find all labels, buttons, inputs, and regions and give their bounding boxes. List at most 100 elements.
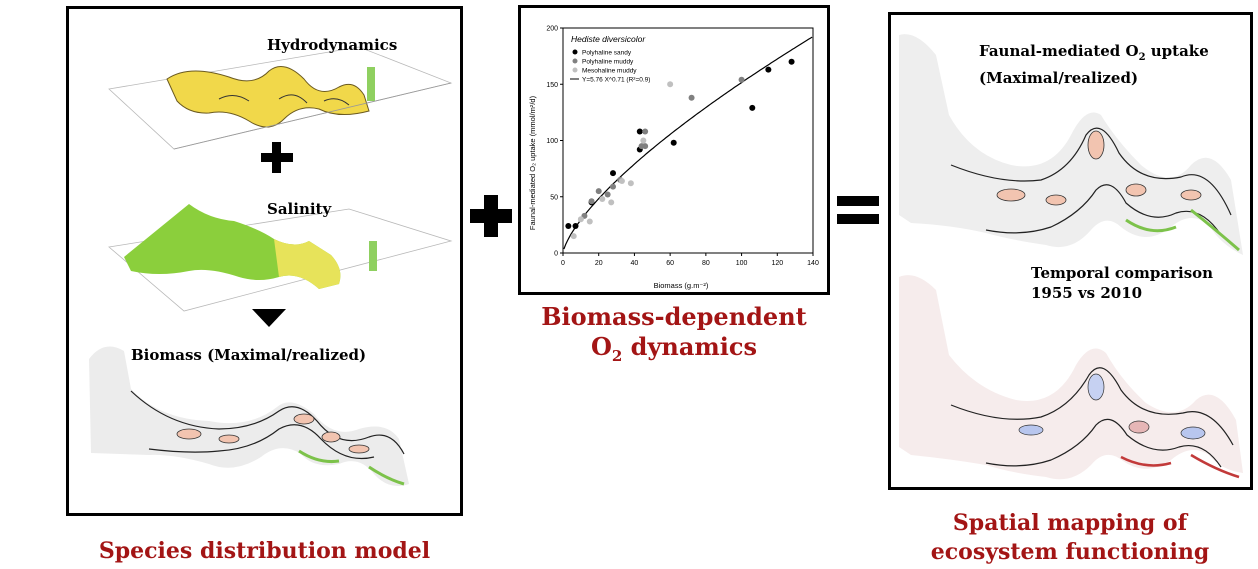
data-point-series-2: [599, 196, 606, 202]
data-point-series-1: [688, 94, 695, 101]
legend-title: Hediste diversicolor: [571, 34, 646, 44]
temporal-contours: [950, 367, 1234, 468]
data-point-series-2: [570, 233, 577, 240]
spatial-mapping-caption: Spatial mapping of ecosystem functioning: [880, 509, 1258, 567]
legend-label: Mesohaline muddy: [582, 68, 637, 75]
salinity-plane: [108, 208, 453, 312]
x-tick-label: 60: [666, 260, 674, 267]
temporal-red-fringe: [1120, 453, 1240, 479]
x-axis-label: Biomass (g.m⁻²): [654, 281, 709, 290]
data-point-series-2: [586, 218, 593, 225]
data-point-series-2: [667, 81, 674, 88]
spatial-mapping-panel: Faunal-mediated O2 uptake (Maximal/reali…: [888, 12, 1253, 490]
arrow-down-icon: [252, 309, 286, 327]
temporal-change-patches: [1018, 373, 1206, 440]
data-point-series-0: [572, 223, 579, 229]
temporal-title-line-2: 1955 vs 2010: [1031, 284, 1143, 302]
biomass-map: [89, 346, 409, 487]
equals-operator-icon: [837, 196, 879, 226]
caption-line-1: Biomass-dependent: [541, 302, 807, 331]
uptake-patches: [996, 130, 1202, 206]
caption-subscript: 2: [611, 346, 623, 365]
data-point-series-0: [565, 223, 572, 229]
x-tick-label: 80: [702, 260, 710, 267]
x-tick-label: 20: [595, 260, 603, 267]
data-point-series-1: [595, 188, 602, 195]
caption-line-2: O2 dynamics: [518, 332, 830, 371]
biomass-channel-contour: [130, 390, 405, 460]
y-axis-label: Faunal-mediated O₂ uptake (mmol/m²/d): [528, 95, 537, 230]
salinity-label: Salinity: [267, 200, 332, 218]
hydrodynamics-label: Hydrodynamics: [267, 36, 398, 54]
uptake-green-fringe: [1125, 208, 1240, 252]
legend-marker: [572, 58, 578, 64]
temporal-estuary-shape: [899, 275, 1243, 480]
layer-stack-illustration: [89, 46, 453, 487]
uptake-title-line-2: (Maximal/realized): [979, 69, 1139, 87]
data-point-series-1: [604, 191, 611, 198]
hydro-legend-bar: [367, 67, 375, 101]
data-point-series-1: [610, 183, 616, 190]
layer-plus-icon: [261, 142, 293, 173]
temporal-title: Temporal comparison 1955 vs 2010: [1031, 263, 1213, 303]
salinity-legend-bar: [369, 241, 377, 271]
legend-label: Polyhaline muddy: [582, 59, 634, 66]
temporal-map: [899, 275, 1243, 480]
data-point-series-2: [608, 199, 615, 206]
uptake-title-line-1: Faunal-mediated O2 uptake: [979, 41, 1209, 68]
y-tick-label: 0: [554, 251, 558, 258]
hydro-axis-line: [173, 82, 452, 150]
salinity-gradient-east: [274, 239, 341, 289]
mapping-illustration: [899, 34, 1243, 480]
data-point-series-2: [627, 180, 634, 187]
plus-operator-icon: [470, 195, 512, 237]
caption-o: O: [590, 332, 612, 361]
legend-label: Polyhaline sandy: [582, 50, 632, 57]
y-tick-label: 150: [546, 82, 558, 89]
uptake-title-rest: uptake: [1145, 42, 1209, 60]
legend-fit-label: Y=5.76 X^0.71 (R²=0.9): [582, 77, 650, 84]
species-distribution-caption: Species distribution model: [98, 538, 431, 564]
uptake-estuary-shape: [899, 34, 1243, 256]
data-point-series-2: [577, 216, 584, 223]
y-tick-label: 100: [546, 138, 558, 145]
data-point-series-0: [765, 66, 772, 73]
spatial-caption-line-1: Spatial mapping of: [952, 510, 1188, 536]
data-point-series-2: [618, 178, 625, 184]
biomass-label: Biomass (Maximal/realized): [131, 346, 367, 364]
x-tick-label: 120: [771, 260, 783, 267]
y-tick-label: 200: [546, 26, 558, 33]
caption-dynamics: dynamics: [622, 332, 758, 361]
uptake-title: Faunal-mediated O2 uptake (Maximal/reali…: [979, 41, 1209, 88]
data-point-series-0: [788, 58, 795, 65]
biomass-dependent-caption: Biomass-dependent O2 dynamics: [518, 302, 830, 371]
x-tick-label: 40: [631, 260, 639, 267]
legend-marker: [572, 49, 578, 55]
data-point-series-2: [640, 137, 647, 144]
data-point-series-1: [588, 198, 595, 205]
biomass-patches: [176, 413, 370, 454]
x-tick-label: 140: [807, 260, 819, 267]
data-point-series-1: [642, 143, 649, 150]
y-tick-label: 50: [550, 194, 558, 201]
temporal-title-line-1: Temporal comparison: [1031, 264, 1214, 282]
species-distribution-panel: Hydrodynamics Salinity Biomass (Maximal/…: [66, 6, 463, 516]
biomass-estuary-shape: [89, 346, 409, 487]
data-point-series-0: [670, 139, 677, 146]
spatial-caption-line-2: ecosystem functioning: [930, 539, 1210, 565]
scatter-chart: 0 20 40 60 80 100 120 140 0 50 100 150 200 Hediste d…: [528, 26, 819, 291]
biomass-green-fringe: [298, 449, 405, 486]
x-tick-label: 0: [561, 260, 565, 267]
data-point-series-1: [642, 128, 649, 135]
uptake-title-subscript: 2: [1138, 52, 1146, 63]
legend-marker: [572, 67, 578, 73]
hydro-estuary-shape: [166, 66, 370, 128]
uptake-title-main: Faunal-mediated O: [979, 42, 1139, 60]
data-point-series-0: [636, 128, 643, 135]
data-point-series-0: [749, 104, 756, 111]
x-tick-label: 100: [736, 260, 748, 267]
salinity-layer: [108, 204, 453, 312]
data-point-series-1: [738, 76, 745, 83]
data-point-series-0: [610, 170, 616, 177]
biomass-o2-chart-panel: 0 20 40 60 80 100 120 140 0 50 100 150 200 Hediste d…: [518, 5, 830, 295]
